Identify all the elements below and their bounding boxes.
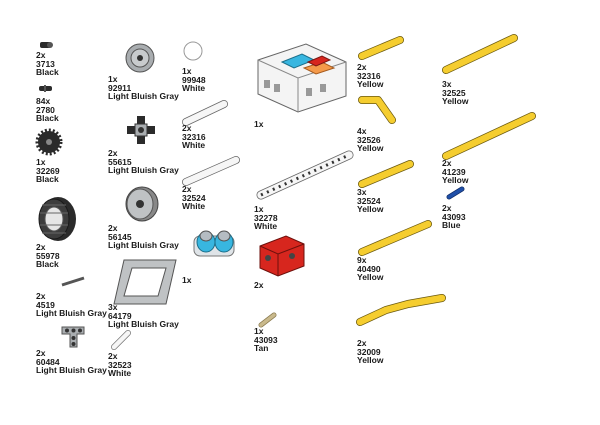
part-image-92911 bbox=[125, 43, 155, 73]
hub-image bbox=[257, 43, 347, 113]
part-image-32524y bbox=[358, 160, 414, 188]
part-image-43093b bbox=[446, 186, 465, 200]
part-image-4519 bbox=[61, 276, 85, 287]
part-image-43093t bbox=[258, 312, 277, 328]
part-image-32525 bbox=[442, 34, 518, 74]
part-image-55615 bbox=[127, 116, 155, 144]
part-image-32278 bbox=[256, 150, 354, 200]
part-image-60484 bbox=[61, 326, 85, 348]
part-image-64179 bbox=[113, 259, 177, 305]
part-image-32316w bbox=[182, 100, 228, 126]
hub-qty-label: 1x bbox=[254, 119, 264, 129]
part-image-56145 bbox=[125, 186, 159, 222]
motor-image bbox=[259, 235, 305, 277]
part-image-40490 bbox=[358, 220, 432, 256]
part-image-2780 bbox=[39, 85, 52, 92]
part-image-32269 bbox=[35, 128, 63, 156]
part-image-55978 bbox=[38, 197, 76, 241]
part-image-3713 bbox=[40, 42, 53, 48]
motor-qty-label: 2x bbox=[254, 280, 264, 290]
part-image-99948 bbox=[183, 41, 203, 61]
part-image-32523 bbox=[111, 330, 131, 350]
part-image-32009 bbox=[356, 294, 446, 326]
ultrasonic-sensor-image bbox=[193, 230, 235, 257]
sensor-qty-label: 1x bbox=[182, 275, 192, 285]
part-image-32524w bbox=[182, 156, 240, 186]
part-image-32526 bbox=[358, 96, 396, 124]
part-image-32316y bbox=[358, 36, 404, 60]
part-image-41239 bbox=[442, 112, 536, 160]
